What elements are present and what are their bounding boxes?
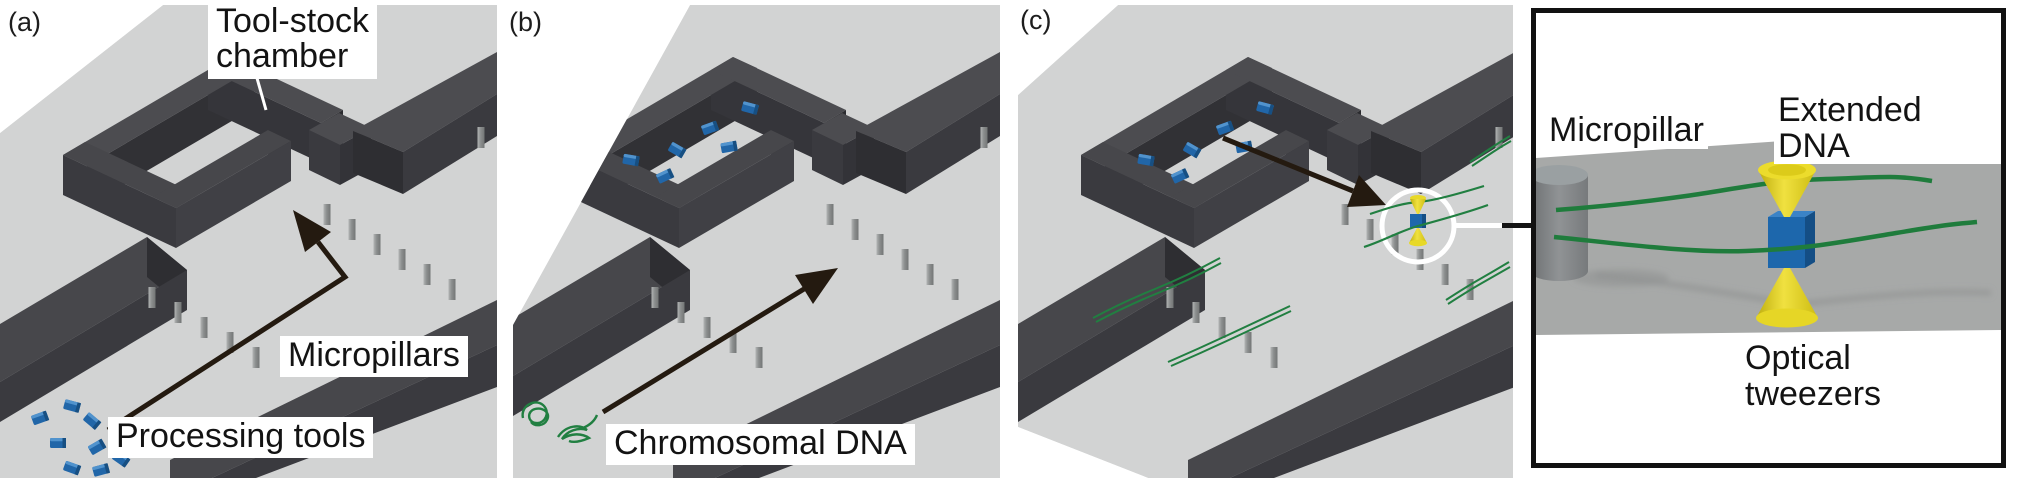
tool-stock-chamber-label: Tool-stock chamber <box>208 2 378 79</box>
trapped-bead <box>1768 211 1815 268</box>
optical-tweezers-label: Optical tweezers <box>1745 339 1882 413</box>
transport-arrow <box>106 210 349 433</box>
pointer-arrow <box>1222 135 1386 207</box>
panel-b-illustration <box>513 5 1000 478</box>
extended-dna-strands <box>1092 135 1512 367</box>
panel-a: (a) Tool-stock chamber Micropillars Proc… <box>0 0 502 504</box>
processing-tools-label: Processing tools <box>108 417 374 459</box>
chromosomal-dna-label: Chromosomal DNA <box>606 424 915 466</box>
optical-tweezers <box>1756 160 1818 328</box>
inset-connector-black <box>1502 223 1544 228</box>
panel-c-illustration <box>1018 5 1513 478</box>
flow-arrow <box>601 268 838 415</box>
panel-c-letter: (c) <box>1020 5 1052 35</box>
extended-dna-label: Extended DNA <box>1774 92 2001 165</box>
micropillars-label: Micropillars <box>280 336 468 378</box>
extended-dna-strand-upper <box>1555 174 1933 213</box>
micropillar-cylinder <box>1536 165 1588 281</box>
panel-b: (b) Chromosomal DNA <box>503 0 1003 504</box>
inset-box: Micropillar Extended DNA Optical tweezer… <box>1531 8 2006 468</box>
panel-b-letter: (b) <box>509 7 542 37</box>
dna-coils <box>521 401 599 443</box>
micropillar-label: Micropillar <box>1545 112 1708 149</box>
optical-tweezers-mini <box>1363 184 1489 249</box>
panel-a-letter: (a) <box>8 7 41 37</box>
inset-illustration <box>1536 126 2001 335</box>
extended-dna-strand-lower <box>1553 219 1978 254</box>
panel-c: (c) <box>1018 0 1515 504</box>
dna-shadows <box>1573 269 1992 308</box>
